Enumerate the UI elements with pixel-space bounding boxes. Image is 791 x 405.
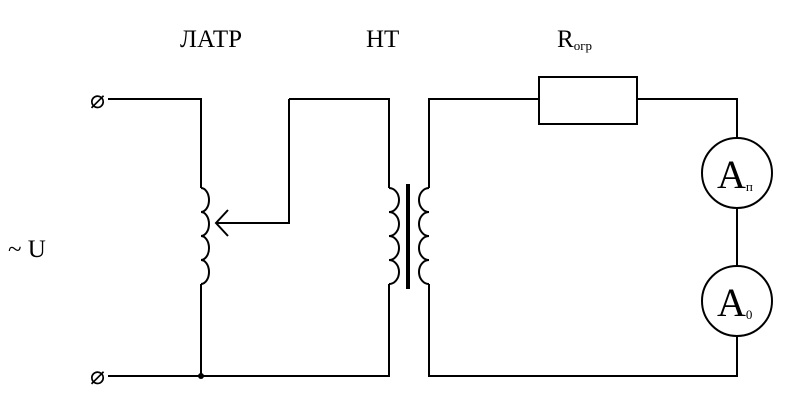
resistor-icon: [538, 76, 638, 125]
latr-coil: [200, 187, 210, 285]
wire-nt-primary-top: [289, 98, 390, 188]
latr-slider-arrow-icon: [214, 209, 229, 237]
nt-label: НТ: [366, 26, 399, 53]
ammeter-bottom-letter: A: [717, 280, 746, 325]
ammeter-bottom-sub: 0: [746, 307, 753, 322]
wire-bottom-left: [108, 284, 390, 377]
resistor-label-sub: огр: [574, 38, 592, 53]
nt-primary-coil: [388, 187, 400, 285]
resistor-label: Rогр: [557, 26, 592, 53]
wire-top-input: [108, 98, 202, 188]
ammeter-bottom-label: A0: [717, 280, 752, 325]
wire-nt-secondary-top: [428, 98, 539, 188]
wire-resistor-right: [637, 98, 738, 138]
nt-secondary-coil: [418, 187, 430, 285]
terminal-top-icon: ⌀: [90, 87, 105, 114]
source-label: ~ U: [8, 236, 46, 263]
terminal-bottom-icon: ⌀: [90, 363, 105, 390]
resistor-label-main: R: [557, 26, 574, 53]
junction-dot: [198, 373, 204, 379]
latr-label: ЛАТР: [180, 26, 242, 53]
ammeter-bottom-icon: [701, 265, 773, 337]
wire-latr-slider: [216, 99, 290, 224]
ammeter-top-sub: п: [746, 179, 753, 194]
ammeter-top-letter: A: [717, 152, 746, 197]
ammeter-top-label: Aп: [717, 152, 753, 197]
wire-bottom-right: [428, 284, 738, 377]
